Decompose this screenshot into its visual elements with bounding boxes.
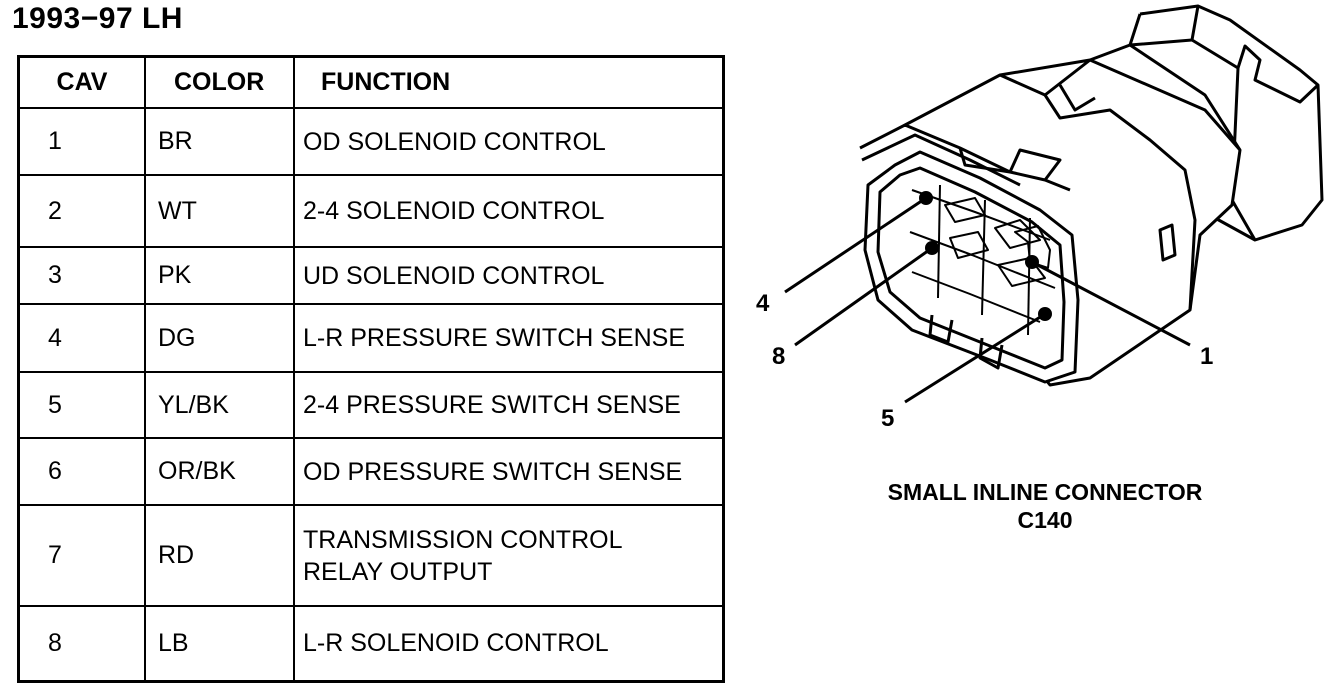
cell-color: BR bbox=[144, 107, 295, 176]
table-header-row: CAV COLOR FUNCTION bbox=[17, 55, 725, 109]
cell-color: DG bbox=[144, 303, 295, 373]
cell-cav: 7 bbox=[17, 504, 146, 607]
table-row: 6 OR/BK OD PRESSURE SWITCH SENSE bbox=[17, 437, 725, 506]
cell-function-line2: RELAY OUTPUT bbox=[303, 557, 493, 586]
cell-cav: 5 bbox=[17, 371, 146, 439]
table-row: 2 WT 2-4 SOLENOID CONTROL bbox=[17, 174, 725, 248]
cell-cav: 3 bbox=[17, 246, 146, 305]
cell-function: L-R PRESSURE SWITCH SENSE bbox=[293, 303, 725, 373]
table-row: 8 LB L-R SOLENOID CONTROL bbox=[17, 605, 725, 682]
cell-color: LB bbox=[144, 605, 295, 682]
cell-color: YL/BK bbox=[144, 371, 295, 439]
cell-color: OR/BK bbox=[144, 437, 295, 506]
cell-function: L-R SOLENOID CONTROL bbox=[293, 605, 725, 682]
table-row: 5 YL/BK 2-4 PRESSURE SWITCH SENSE bbox=[17, 371, 725, 439]
cell-function: 2-4 PRESSURE SWITCH SENSE bbox=[293, 371, 725, 439]
cell-cav: 8 bbox=[17, 605, 146, 682]
cell-color: WT bbox=[144, 174, 295, 248]
cell-function: 2-4 SOLENOID CONTROL bbox=[293, 174, 725, 248]
table-row: 1 BR OD SOLENOID CONTROL bbox=[17, 107, 725, 176]
header-function: FUNCTION bbox=[293, 55, 725, 109]
cell-function: TRANSMISSION CONTROL RELAY OUTPUT bbox=[293, 504, 725, 607]
leader-line-4 bbox=[784, 196, 927, 294]
callout-labels: 4 8 1 5 bbox=[756, 290, 1213, 432]
cell-color: PK bbox=[144, 246, 295, 305]
cell-color: RD bbox=[144, 504, 295, 607]
header-cav: CAV bbox=[17, 55, 146, 109]
connector-body bbox=[859, 4, 1324, 387]
cell-function: UD SOLENOID CONTROL bbox=[293, 246, 725, 305]
leader-line-8 bbox=[794, 246, 933, 347]
callout-pin-1: 1 bbox=[1200, 343, 1213, 370]
cell-function: OD PRESSURE SWITCH SENSE bbox=[293, 437, 725, 506]
page-heading: 1993−97 LH bbox=[12, 2, 183, 35]
callout-pin-5: 5 bbox=[881, 405, 894, 432]
callout-pin-8: 8 bbox=[772, 343, 785, 370]
cell-cav: 4 bbox=[17, 303, 146, 373]
connector-diagram: 4 8 1 5 bbox=[756, 4, 1324, 432]
leader-lines bbox=[784, 196, 1191, 404]
connector-caption-id: C140 bbox=[1017, 507, 1073, 533]
callout-pin-4: 4 bbox=[756, 290, 770, 317]
table-row: 3 PK UD SOLENOID CONTROL bbox=[17, 246, 725, 305]
table-row: 4 DG L-R PRESSURE SWITCH SENSE bbox=[17, 303, 725, 373]
cell-cav: 2 bbox=[17, 174, 146, 248]
cell-cav: 6 bbox=[17, 437, 146, 506]
connector-caption-title: SMALL INLINE CONNECTOR bbox=[887, 479, 1203, 505]
cell-cav: 1 bbox=[17, 107, 146, 176]
cell-function-line1: TRANSMISSION CONTROL bbox=[303, 525, 623, 554]
leader-line-5 bbox=[904, 312, 1046, 404]
cavity-table: CAV COLOR FUNCTION 1 BR OD SOLENOID CONT… bbox=[17, 55, 725, 683]
cell-function: OD SOLENOID CONTROL bbox=[293, 107, 725, 176]
leader-line-1 bbox=[1031, 260, 1191, 347]
header-color: COLOR bbox=[144, 55, 295, 109]
table-row: 7 RD TRANSMISSION CONTROL RELAY OUTPUT bbox=[17, 504, 725, 607]
